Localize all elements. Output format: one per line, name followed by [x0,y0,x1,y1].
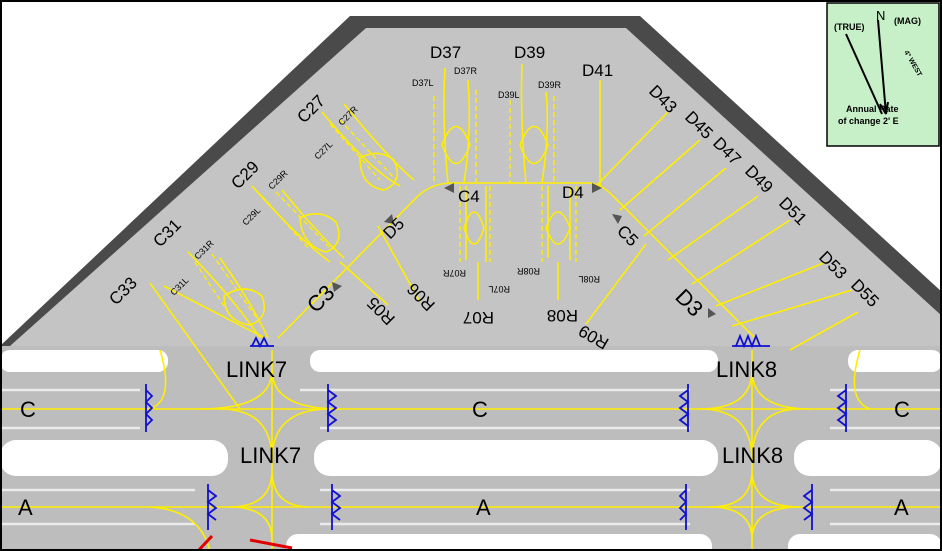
arrow-icon [592,183,602,193]
arrow-icon [444,183,454,193]
island [314,440,718,476]
compass-mag-label: (MAG) [894,16,921,26]
stand-r07l-label: R07L [488,284,510,294]
compass-rate-line2: of change 2' E [838,116,899,126]
compass-rate-line1: Annual Rate [846,104,899,114]
stand-r07r-label: R07R [442,268,466,278]
link8-label: LINK8 [716,357,777,382]
island [848,350,942,372]
stand-r08r-label: R08R [516,266,540,276]
taxiway-a-label: A [18,495,33,520]
island [0,440,228,476]
stop-bar [196,534,293,551]
taxiway-c-label: C [20,397,36,422]
island [310,350,718,372]
compass-north-label: N [876,8,885,23]
island [0,350,168,372]
stand-r08-label: R08 [547,306,578,325]
taxiway-d4-label: D4 [562,183,584,202]
island [286,534,712,551]
taxiway-a-label: A [476,495,491,520]
stand-r07-label: R07 [463,308,494,327]
stand-d37r-label: D37R [454,66,478,76]
link8-label: LINK8 [722,443,783,468]
island [794,440,942,476]
stand-r08l-label: R08L [578,274,600,284]
taxiway-c4-label: C4 [458,187,480,206]
stand-d39-label: D39 [514,43,545,62]
compass-true-label: (TRUE) [834,22,865,32]
stand-d37l-label: D37L [412,78,434,88]
island [788,534,942,551]
stand-d37-label: D37 [430,43,461,62]
arrow-icon [612,214,622,224]
apron-surface [10,28,942,346]
taxiway-c-label: C [472,397,488,422]
link7-label: LINK7 [240,443,301,468]
taxiway-a-label: A [894,495,909,520]
compass-box: (TRUE) N (MAG) 4° WEST Annual Rate of ch… [826,2,940,147]
stand-d39l-label: D39L [498,90,520,100]
arrow-icon [332,282,342,292]
arrow-icon [708,308,716,318]
arrow-icon [384,214,394,224]
taxiway-c-label: C [894,397,910,422]
link7-label: LINK7 [226,357,287,382]
stand-d39r-label: D39R [538,80,562,90]
stand-d41-label: D41 [582,61,613,80]
apron-taxilane [277,182,761,344]
